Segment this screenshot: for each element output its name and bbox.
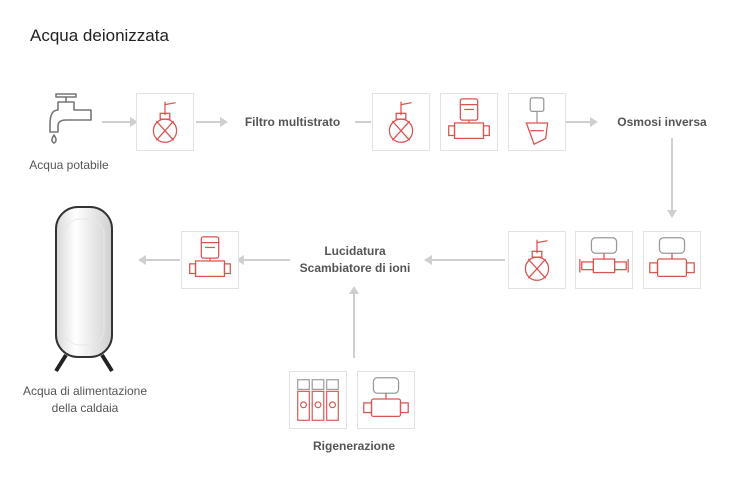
butterfly-valve-icon (388, 101, 414, 143)
page-title: Acqua deionizzata (30, 26, 169, 45)
actuated-ball-valve-icon (448, 98, 490, 140)
actuated-valve-box (440, 93, 498, 151)
label-polish-line2: Scambiatore di ioni (299, 261, 411, 275)
diaphragm-valve-box (643, 231, 701, 289)
diaphragm-valve-box (575, 231, 633, 289)
triple-valve-box (289, 371, 347, 429)
arrow-head (349, 286, 359, 294)
arrow-head (667, 210, 677, 218)
diaphragm-valve-icon (579, 237, 629, 274)
label-filter: Filtro multistrato (244, 115, 341, 129)
butterfly-valve-box (136, 93, 194, 151)
arrow-head (220, 117, 228, 127)
actuated-ball-valve-icon (189, 236, 231, 278)
butterfly-valve-box (508, 231, 566, 289)
label-polish-line1: Lucidatura (324, 244, 386, 258)
label-source: Acqua potabile (29, 158, 109, 172)
arrow-head (590, 117, 598, 127)
label-polish: Lucidatura Scambiatore di ioni (280, 243, 430, 277)
butterfly-valve-box (372, 93, 430, 151)
label-boiler-line1: Acqua di alimentazione (22, 384, 148, 398)
label-regen: Rigenerazione (312, 439, 396, 453)
faucet-icon (36, 92, 98, 144)
water-tank-icon (50, 205, 118, 373)
angle-seat-valve-icon (525, 97, 549, 146)
butterfly-valve-icon (152, 101, 178, 143)
arrow-head (236, 255, 244, 265)
label-boiler-line2: della caldaia (51, 401, 119, 415)
triple-valve-icon (297, 379, 339, 421)
butterfly-valve-icon (524, 239, 550, 281)
label-boiler: Acqua di alimentazione della caldaia (10, 383, 160, 417)
diaphragm-valve-icon (363, 377, 409, 418)
label-osmosis: Osmosi inversa (617, 115, 707, 129)
actuated-valve-box (181, 231, 239, 289)
diaphragm-valve-box (357, 371, 415, 429)
arrow-head (138, 255, 146, 265)
angle-seat-valve-box (508, 93, 566, 151)
arrow-head (424, 255, 432, 265)
arrow-head (130, 117, 138, 127)
diaphragm-valve-icon (649, 237, 695, 278)
